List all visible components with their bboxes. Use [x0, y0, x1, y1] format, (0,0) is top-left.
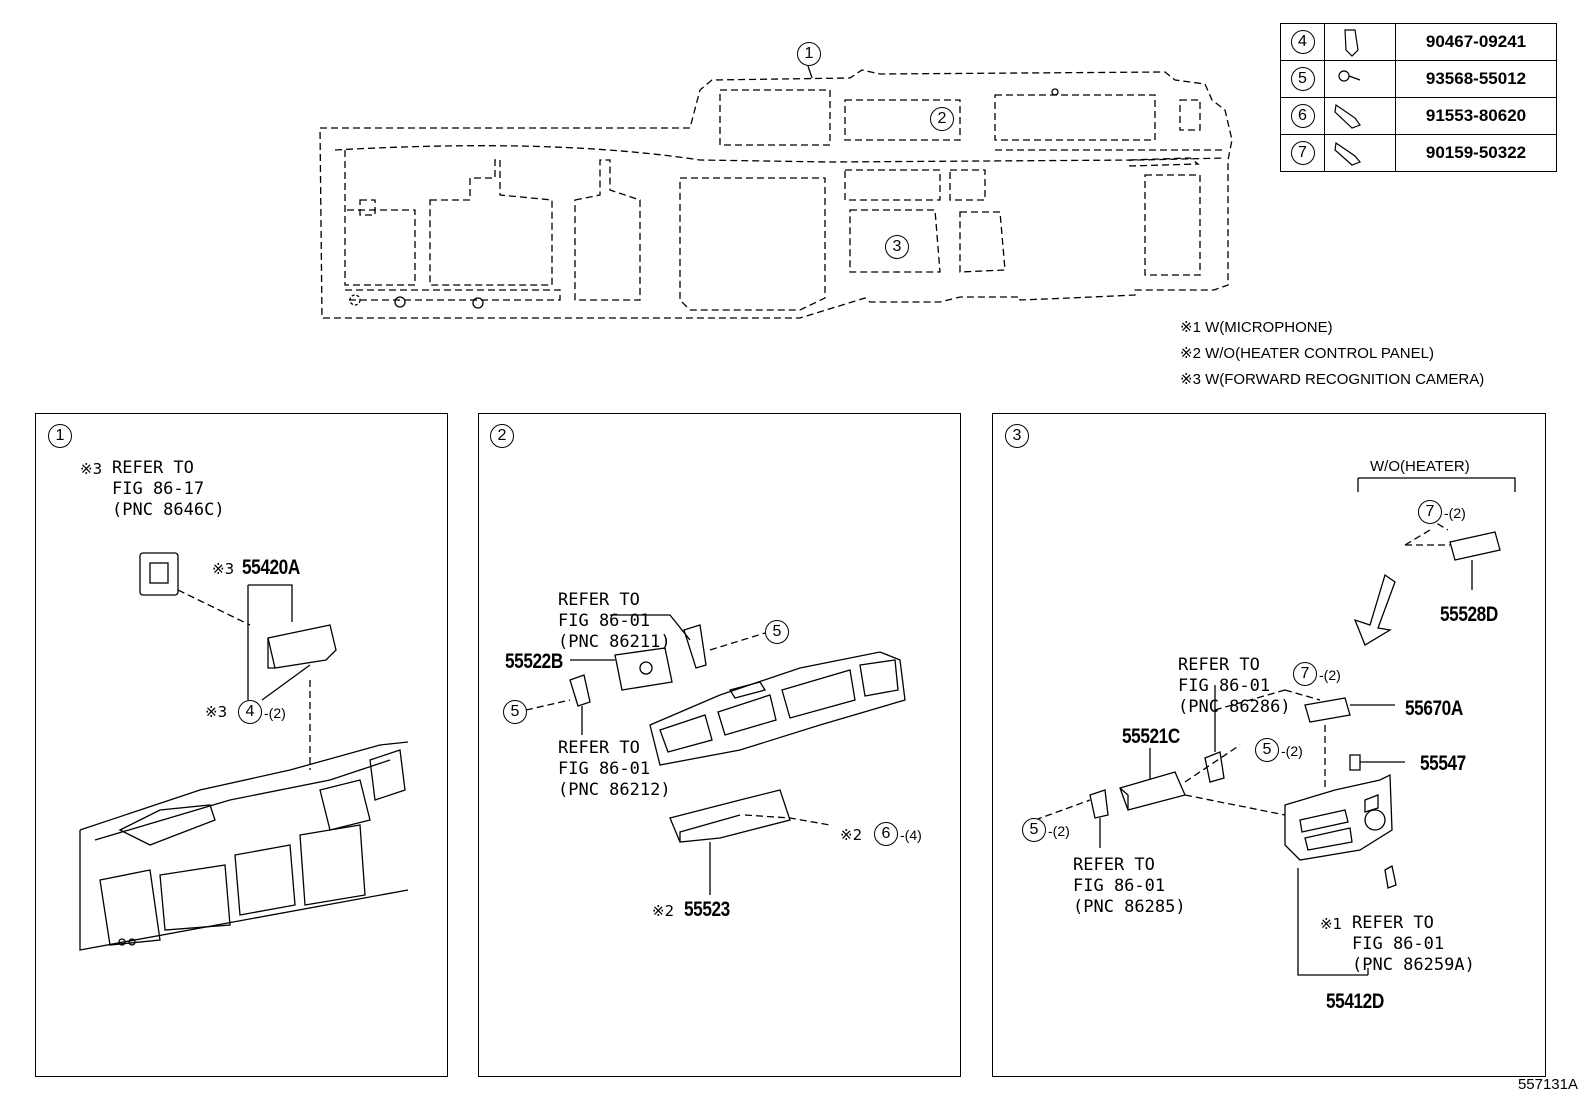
quantity: -(2): [1319, 667, 1341, 683]
refer-to-label: REFER TO FIG 86-01 (PNC 86211): [558, 590, 671, 652]
condition-label: W/O(HEATER): [1370, 458, 1470, 475]
note-mark: ※2: [840, 826, 863, 844]
fastener-ref: 5: [503, 700, 527, 724]
quantity: -(2): [1281, 743, 1303, 759]
table-row: 6 91553-80620: [1280, 97, 1557, 135]
refer-to-label: REFER TO FIG 86-01 (PNC 86285): [1073, 855, 1186, 917]
fastener-ref: 5: [1255, 738, 1279, 762]
refer-to-label: REFER TO FIG 86-01 (PNC 86212): [558, 738, 671, 800]
overview-callout-1: 1: [797, 42, 821, 66]
panel-3-number: 3: [1005, 424, 1029, 448]
figure-id: 557131A: [1517, 1076, 1578, 1093]
part-number: 90467-09241: [1395, 23, 1557, 61]
fastener-ref: 5: [1290, 67, 1315, 91]
detail-panel-2: [478, 413, 961, 1077]
fastener-ref: 6: [874, 822, 898, 846]
refer-to-label: REFER TO FIG 86-17 (PNC 8646C): [112, 458, 225, 520]
fastener-table: 4 90467-09241 5 93568-55012 6 91553-8062…: [1280, 23, 1557, 172]
note-mark: ※1: [1320, 915, 1343, 933]
panel2-lines: [525, 614, 906, 895]
note-3: ※3 W(FORWARD RECOGNITION CAMERA): [1180, 371, 1485, 388]
detail-panel-1: [35, 413, 448, 1077]
note-mark: ※3: [205, 703, 228, 721]
clip-icon: [1324, 23, 1396, 61]
fastener-ref: 4: [238, 700, 262, 724]
note-mark: ※2: [652, 902, 675, 920]
overview-small-circles: [349, 88, 1059, 309]
fastener-ref: 7: [1290, 141, 1315, 165]
part-number: 93568-55012: [1395, 60, 1557, 98]
part-number: 91553-80620: [1395, 97, 1557, 135]
fastener-ref: 6: [1290, 104, 1315, 128]
part-number-55523: 55523: [684, 898, 730, 921]
overview-dash-outline: [319, 69, 1233, 319]
quantity: -(2): [1048, 823, 1070, 839]
screw-icon: [1324, 60, 1396, 98]
bolt-icon: [1324, 97, 1396, 135]
table-row: 5 93568-55012: [1280, 60, 1557, 98]
note-mark: ※3: [212, 560, 235, 578]
note-2: ※2 W/O(HEATER CONTROL PANEL): [1180, 345, 1434, 362]
part-number-55521C: 55521C: [1122, 725, 1180, 748]
panel-2-number: 2: [490, 424, 514, 448]
overview-callout-2: 2: [930, 107, 954, 131]
part-number-55528D: 55528D: [1440, 603, 1498, 626]
panel1-lines: [79, 552, 409, 951]
part-number-55547: 55547: [1420, 752, 1466, 775]
detail-panel-3: [992, 413, 1546, 1077]
fastener-ref: 4: [1290, 30, 1315, 54]
part-number-55670A: 55670A: [1405, 697, 1463, 720]
fastener-ref: 5: [765, 620, 789, 644]
quantity: -(2): [264, 705, 286, 721]
quantity: -(2): [1444, 505, 1466, 521]
panel-1-number: 1: [48, 424, 72, 448]
table-row: 4 90467-09241: [1280, 23, 1557, 61]
part-number-55412D: 55412D: [1326, 990, 1384, 1013]
note-1: ※1 W(MICROPHONE): [1180, 319, 1333, 336]
part-number-55522B: 55522B: [505, 650, 563, 673]
note-mark: ※3: [80, 460, 103, 478]
part-number-55420A: 55420A: [242, 556, 300, 579]
refer-to-label: REFER TO FIG 86-01 (PNC 86286): [1178, 655, 1291, 717]
panel3-lines: [1034, 477, 1516, 976]
bolt-icon: [1324, 134, 1396, 172]
quantity: -(4): [900, 827, 922, 843]
fastener-ref: 7: [1293, 662, 1317, 686]
overview-callout-3: 3: [885, 235, 909, 259]
fastener-ref: 5: [1022, 818, 1046, 842]
part-number: 90159-50322: [1395, 134, 1557, 172]
refer-to-label: REFER TO FIG 86-01 (PNC 86259A): [1352, 913, 1475, 975]
fastener-ref: 7: [1418, 500, 1442, 524]
table-row: 7 90159-50322: [1280, 134, 1557, 172]
